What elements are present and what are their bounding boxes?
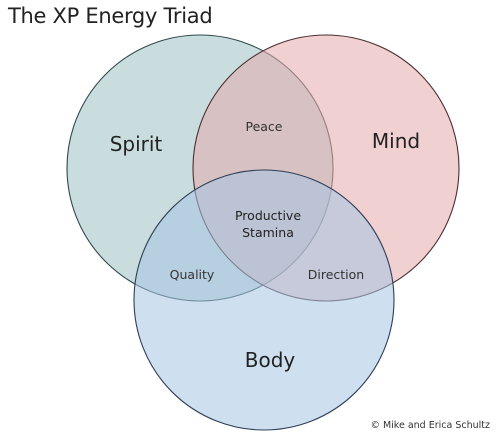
label-center-line2: Stamina xyxy=(242,225,294,240)
circle-body xyxy=(133,169,395,431)
label-body: Body xyxy=(245,348,296,372)
label-center-line1: Productive xyxy=(235,208,301,223)
label-spirit: Spirit xyxy=(110,132,163,156)
label-mind: Mind xyxy=(372,129,420,153)
copyright-notice: © Mike and Erica Schultz xyxy=(370,420,490,431)
label-peace: Peace xyxy=(245,119,282,134)
label-direction: Direction xyxy=(308,267,364,282)
label-quality: Quality xyxy=(170,267,215,282)
diagram-title: The XP Energy Triad xyxy=(8,4,213,28)
